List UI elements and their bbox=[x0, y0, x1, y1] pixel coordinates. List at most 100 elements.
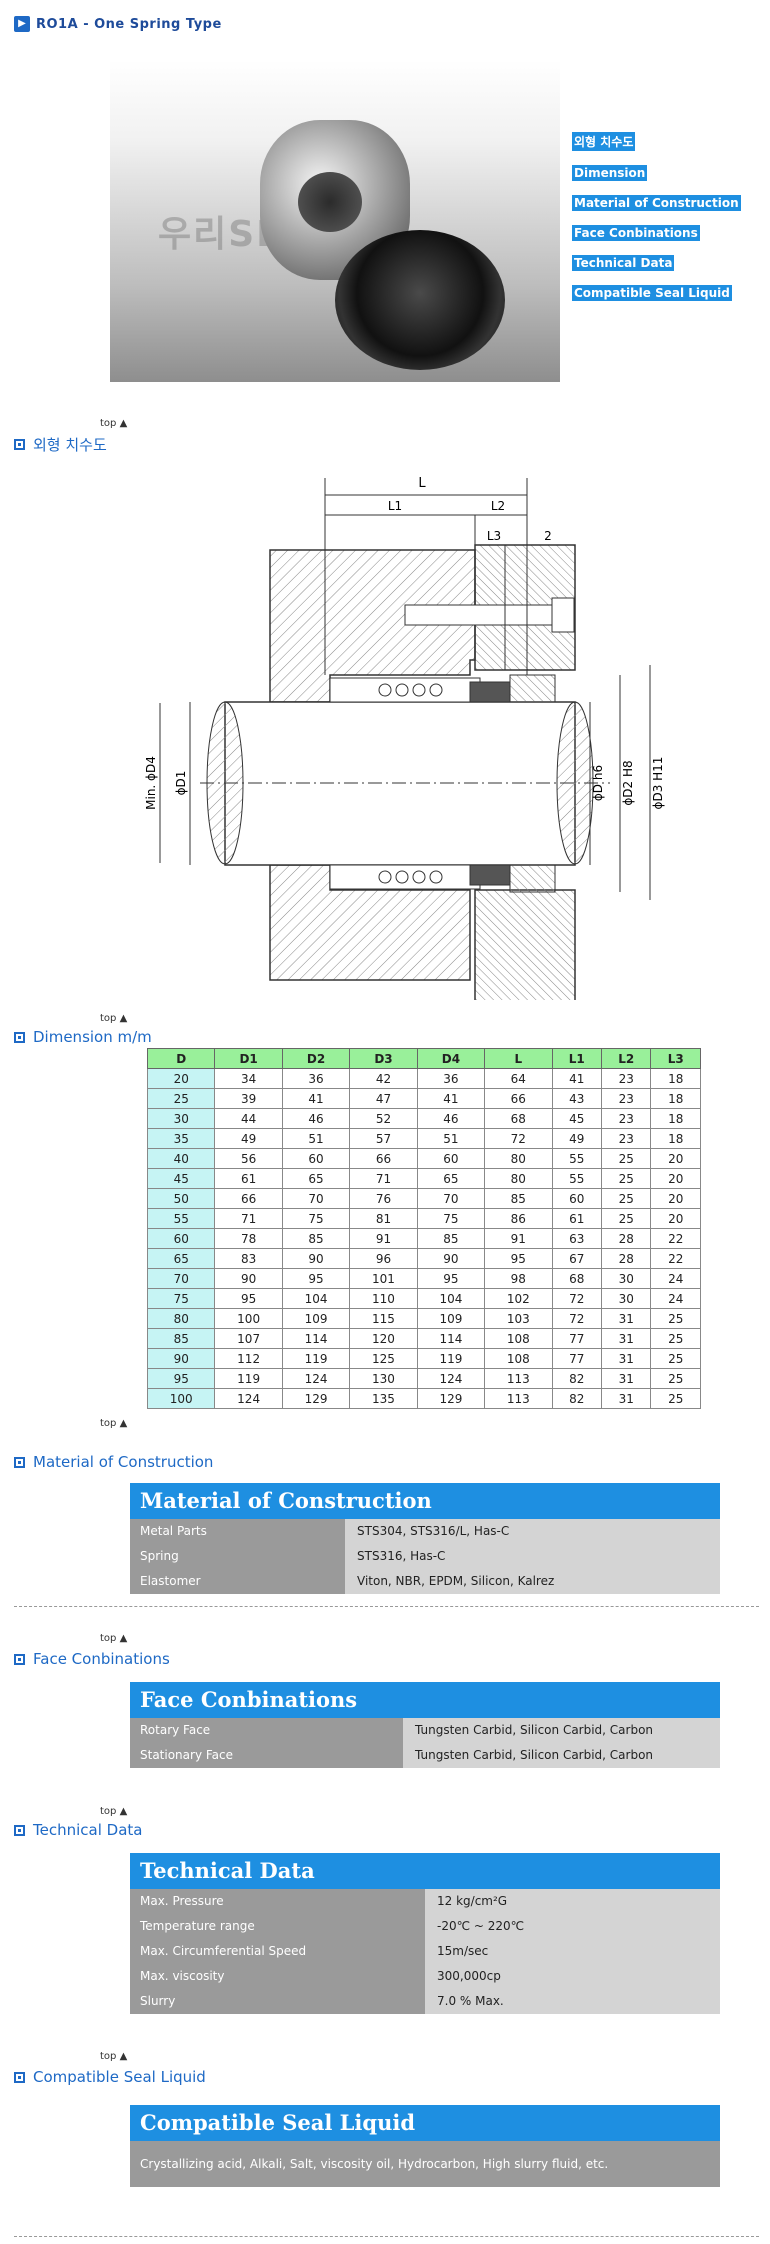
seat-ring-image bbox=[335, 230, 505, 370]
spec-value: 300,000cp bbox=[425, 1964, 720, 1989]
table-cell: 66 bbox=[484, 1088, 553, 1109]
table-cell: 77 bbox=[551, 1328, 602, 1349]
column-header: D1 bbox=[214, 1048, 283, 1069]
section-title: 외형 치수도 bbox=[33, 436, 107, 454]
table-cell: 104 bbox=[281, 1288, 351, 1309]
table-cell: 25 bbox=[600, 1148, 652, 1169]
table-cell: 44 bbox=[214, 1108, 283, 1129]
table-cell: 100 bbox=[146, 1388, 216, 1409]
table-cell: 30 bbox=[600, 1268, 652, 1289]
column-header: L bbox=[484, 1048, 553, 1069]
table-cell: 95 bbox=[484, 1248, 553, 1269]
table-cell: 28 bbox=[600, 1228, 652, 1249]
nav-link-outline[interactable]: 외형 치수도 bbox=[572, 132, 636, 151]
table-cell: 86 bbox=[484, 1208, 553, 1229]
table-cell: 28 bbox=[600, 1248, 652, 1269]
table-cell: 107 bbox=[214, 1328, 283, 1349]
table-cell: 47 bbox=[349, 1088, 418, 1109]
label-D2: ϕD2 H8 bbox=[621, 760, 635, 805]
nav-link-technical[interactable]: Technical Data bbox=[572, 255, 675, 271]
table-cell: 96 bbox=[349, 1248, 418, 1269]
table-cell: 91 bbox=[349, 1228, 418, 1249]
section-title: Dimension m/m bbox=[33, 1028, 152, 1046]
spec-label: Spring bbox=[130, 1544, 345, 1569]
table-cell: 60 bbox=[416, 1148, 486, 1169]
table-cell: 41 bbox=[281, 1088, 351, 1109]
table-cell: 124 bbox=[416, 1368, 486, 1389]
spec-label: Max. Circumferential Speed bbox=[130, 1939, 425, 1964]
column-header: L3 bbox=[650, 1048, 701, 1069]
spec-label: Slurry bbox=[130, 1989, 425, 2014]
table-cell: 40 bbox=[146, 1148, 216, 1169]
table-cell: 85 bbox=[416, 1228, 486, 1249]
nav-link-dimension[interactable]: Dimension bbox=[572, 165, 648, 181]
table-cell: 50 bbox=[146, 1188, 216, 1209]
section-title: Technical Data bbox=[33, 1821, 143, 1839]
table-cell: 36 bbox=[416, 1068, 486, 1089]
table-cell: 124 bbox=[281, 1368, 351, 1389]
table-cell: 30 bbox=[146, 1108, 216, 1129]
table-cell: 52 bbox=[349, 1108, 418, 1129]
spec-label: Metal Parts bbox=[130, 1519, 345, 1544]
spec-value: 15m/sec bbox=[425, 1939, 720, 1964]
table-cell: 129 bbox=[416, 1388, 486, 1409]
spec-value: 12 kg/cm²G bbox=[425, 1889, 720, 1914]
table-cell: 25 bbox=[650, 1328, 701, 1349]
table-cell: 36 bbox=[281, 1068, 351, 1089]
section-header-face: Face Conbinations bbox=[14, 1650, 170, 1668]
nav-link-compatible[interactable]: Compatible Seal Liquid bbox=[572, 285, 732, 301]
nav-link-material[interactable]: Material of Construction bbox=[572, 195, 741, 211]
table-cell: 115 bbox=[349, 1308, 418, 1329]
table-cell: 25 bbox=[600, 1188, 652, 1209]
table-cell: 55 bbox=[146, 1208, 216, 1229]
label-L1: L1 bbox=[388, 499, 402, 513]
table-cell: 31 bbox=[600, 1388, 652, 1409]
gland-lower bbox=[474, 889, 576, 1000]
table-cell: 20 bbox=[650, 1208, 701, 1229]
bolt bbox=[404, 604, 556, 626]
table-cell: 23 bbox=[600, 1128, 652, 1149]
top-link[interactable]: top ▲ bbox=[100, 1633, 128, 1644]
table-cell: 46 bbox=[281, 1108, 351, 1129]
spec-value: Viton, NBR, EPDM, Silicon, Kalrez bbox=[345, 1569, 720, 1594]
top-link[interactable]: top ▲ bbox=[100, 1418, 128, 1429]
box-title: Material of Construction bbox=[130, 1483, 720, 1519]
nav-link-face[interactable]: Face Conbinations bbox=[572, 225, 700, 241]
table-cell: 110 bbox=[349, 1288, 418, 1309]
top-link[interactable]: top ▲ bbox=[100, 2051, 128, 2062]
table-cell: 90 bbox=[281, 1248, 351, 1269]
spring-coils-upper bbox=[378, 683, 443, 697]
table-cell: 55 bbox=[551, 1168, 602, 1189]
seal-cross-section-drawing: L L1 L2 L3 2 Min. ϕD4 ϕD1 ϕD h6 ϕD2 H8 ϕ… bbox=[144, 476, 665, 1000]
table-cell: 80 bbox=[484, 1148, 553, 1169]
table-cell: 46 bbox=[416, 1108, 486, 1129]
table-cell: 65 bbox=[146, 1248, 216, 1269]
rotary-face-upper bbox=[469, 681, 511, 703]
table-cell: 114 bbox=[281, 1328, 351, 1349]
table-cell: 51 bbox=[281, 1128, 351, 1149]
spec-value: -20℃ ~ 220℃ bbox=[425, 1914, 720, 1939]
top-link[interactable]: top ▲ bbox=[100, 1806, 128, 1817]
table-cell: 23 bbox=[600, 1088, 652, 1109]
top-link[interactable]: top ▲ bbox=[100, 1013, 128, 1024]
table-cell: 25 bbox=[650, 1348, 701, 1369]
section-bullet-icon bbox=[14, 1824, 25, 1836]
table-cell: 95 bbox=[146, 1368, 216, 1389]
table-cell: 82 bbox=[551, 1388, 602, 1409]
table-cell: 75 bbox=[146, 1288, 216, 1309]
top-link[interactable]: top ▲ bbox=[100, 418, 128, 429]
table-cell: 20 bbox=[146, 1068, 216, 1089]
table-cell: 41 bbox=[416, 1088, 486, 1109]
table-cell: 95 bbox=[214, 1288, 283, 1309]
table-cell: 75 bbox=[416, 1208, 486, 1229]
table-cell: 135 bbox=[349, 1388, 418, 1409]
